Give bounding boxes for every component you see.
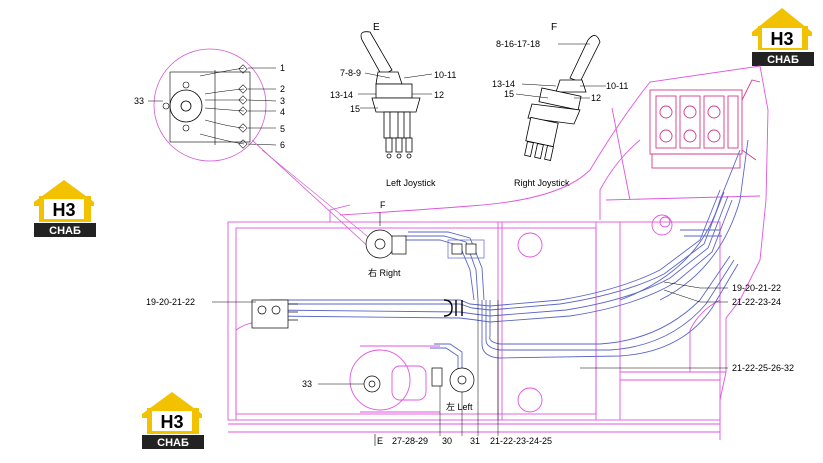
logo-text: H3	[160, 412, 183, 432]
callout-bottom-27-28-29: 27-28-29	[392, 436, 428, 446]
callout-bottom-31: 31	[470, 436, 480, 446]
connector-detail-view: 1 2 3 4 5 6 33	[134, 48, 379, 251]
right-joystick-view-letter: F	[551, 22, 557, 33]
left-joystick-label-7-8-9: 7-8-9	[340, 68, 361, 78]
machine-frame-outline	[227, 65, 769, 440]
left-joystick-base-unit	[251, 299, 298, 329]
logo-text: H3	[52, 200, 75, 220]
callout-right-lower: 21-22-25-26-32	[732, 363, 794, 373]
right-joystick-drawing: F 8-16-17-18 13-14 10-11 15 12 Right Joy…	[492, 22, 628, 188]
logo-subtext: CHAБ	[49, 225, 81, 237]
plan-view-f: F	[380, 200, 386, 210]
plan-view-e: E	[377, 436, 383, 446]
callout-right-upper-1: 19-20-21-22	[732, 283, 781, 293]
detail-label-2: 2	[280, 84, 285, 94]
left-joystick-label-12: 12	[434, 90, 444, 100]
left-joystick-caption: Left Joystick	[386, 178, 436, 188]
right-unit-label: 右 Right	[368, 267, 401, 278]
right-joystick-label-15: 15	[504, 89, 514, 99]
callout-leaders	[212, 281, 728, 436]
detail-label-4: 4	[280, 107, 285, 117]
center-connector	[443, 299, 463, 317]
control-valve-block	[649, 79, 761, 169]
callout-bottom-21-25: 21-22-23-24-25	[490, 436, 552, 446]
callout-33: 33	[302, 379, 312, 389]
right-joystick-unit	[365, 229, 485, 259]
right-joystick-label-13-14: 13-14	[492, 79, 515, 89]
left-joystick-drawing: E 7-8-9 10-11 13-14 12 15 Left Joysti	[330, 22, 456, 188]
right-joystick-label-top: 8-16-17-18	[496, 39, 540, 49]
detail-label-1: 1	[280, 63, 285, 73]
left-joystick-label-13-14: 13-14	[330, 90, 353, 100]
brand-logo-left: H3 CHAБ	[34, 180, 96, 237]
right-joystick-label-10-11: 10-11	[606, 81, 628, 91]
hydraulic-hoses	[269, 139, 749, 376]
brand-logo-top-right: H3 CHAБ	[752, 8, 814, 66]
callout-right-upper-2: 21-22-23-24	[732, 297, 781, 307]
detail-label-5: 5	[280, 124, 285, 134]
view-markers: F E	[374, 200, 386, 446]
left-unit-label: 左 Left	[446, 401, 473, 412]
logo-text: H3	[770, 29, 793, 49]
right-joystick-caption: Right Joystick	[514, 178, 570, 188]
detail-label-6: 6	[280, 140, 285, 150]
logo-subtext: CHAБ	[767, 54, 799, 66]
logo-subtext: CHAБ	[157, 437, 189, 449]
callout-bottom-30: 30	[442, 436, 452, 446]
callout-left-harness: 19-20-21-22	[146, 297, 195, 307]
right-joystick-label-12: 12	[591, 93, 601, 103]
lower-left-joystick-unit	[363, 367, 475, 393]
left-joystick-label-10-11: 10-11	[434, 70, 456, 80]
detail-label-3: 3	[280, 96, 285, 106]
detail-label-33: 33	[134, 96, 144, 106]
brand-logo-bottom-left: H3 CHAБ	[142, 392, 204, 449]
left-joystick-label-15: 15	[350, 104, 360, 114]
left-joystick-view-letter: E	[373, 22, 380, 33]
